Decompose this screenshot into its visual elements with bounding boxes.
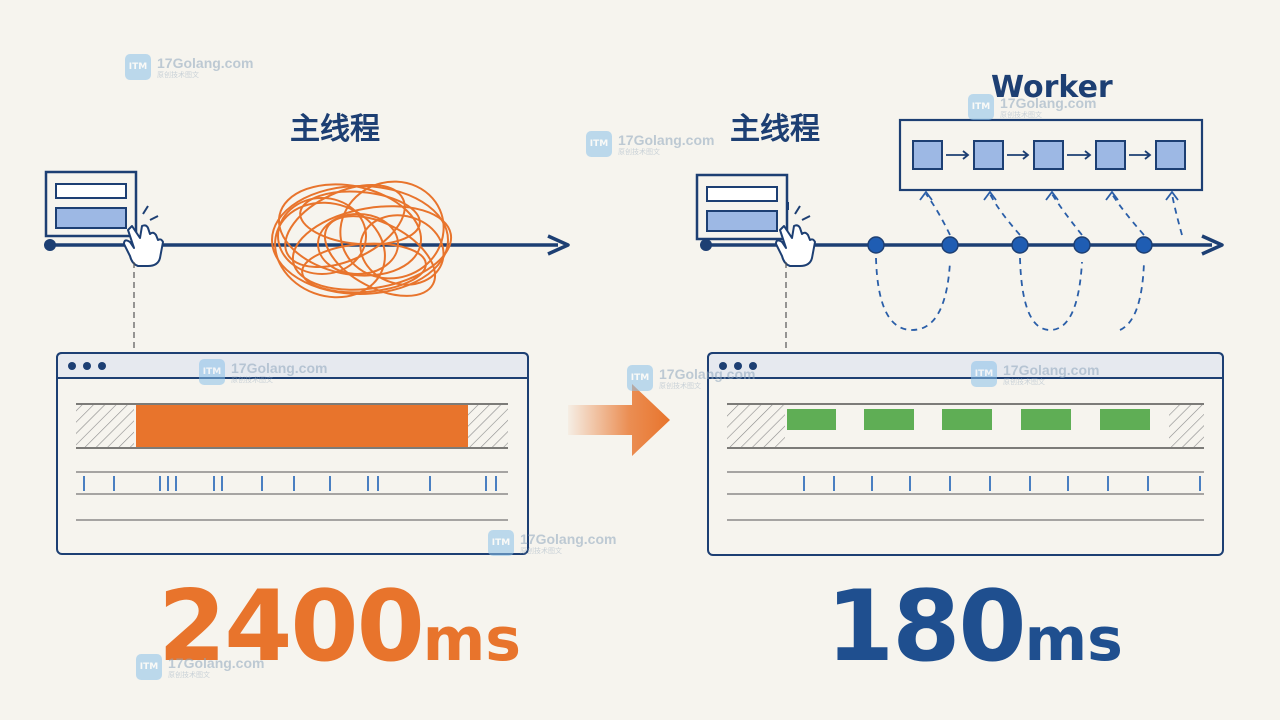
timing-before: 2400ms: [158, 578, 521, 676]
message-flow-arrows: [875, 193, 1183, 331]
arrow-right-icon: [568, 384, 670, 456]
before-panel: [44, 170, 570, 555]
tangled-scribble-icon: [271, 180, 453, 299]
worker-task-2: [973, 140, 1004, 170]
worker-thread-box: [898, 118, 1204, 192]
main-thread-timeline: [44, 234, 570, 256]
worker-task-5: [1155, 140, 1186, 170]
timing-before-value: 2400: [158, 570, 425, 684]
performance-panel-before: [56, 352, 529, 555]
main-thread-label-before: 主线程: [290, 112, 380, 147]
pointer-hand-icon: [123, 202, 164, 267]
task-chunks: [787, 409, 1150, 430]
pointer-hand-icon: [775, 202, 816, 267]
main-thread-label-after: 主线程: [730, 112, 820, 147]
after-panel: [695, 118, 1224, 556]
long-task-bar: [136, 405, 468, 447]
timing-after-unit: ms: [1024, 605, 1123, 675]
worker-task-3: [1033, 140, 1064, 170]
performance-panel-after: [707, 352, 1224, 556]
worker-label: Worker: [991, 70, 1113, 105]
timing-after-value: 180: [826, 570, 1027, 684]
frame-ticks-after: [803, 476, 1201, 491]
timing-after: 180ms: [826, 578, 1123, 676]
frame-ticks-before: [83, 476, 497, 491]
browser-window-icon: [44, 170, 138, 238]
worker-task-1: [912, 140, 943, 170]
timing-before-unit: ms: [422, 605, 521, 675]
worker-task-4: [1095, 140, 1126, 170]
browser-window-icon: [695, 173, 789, 241]
